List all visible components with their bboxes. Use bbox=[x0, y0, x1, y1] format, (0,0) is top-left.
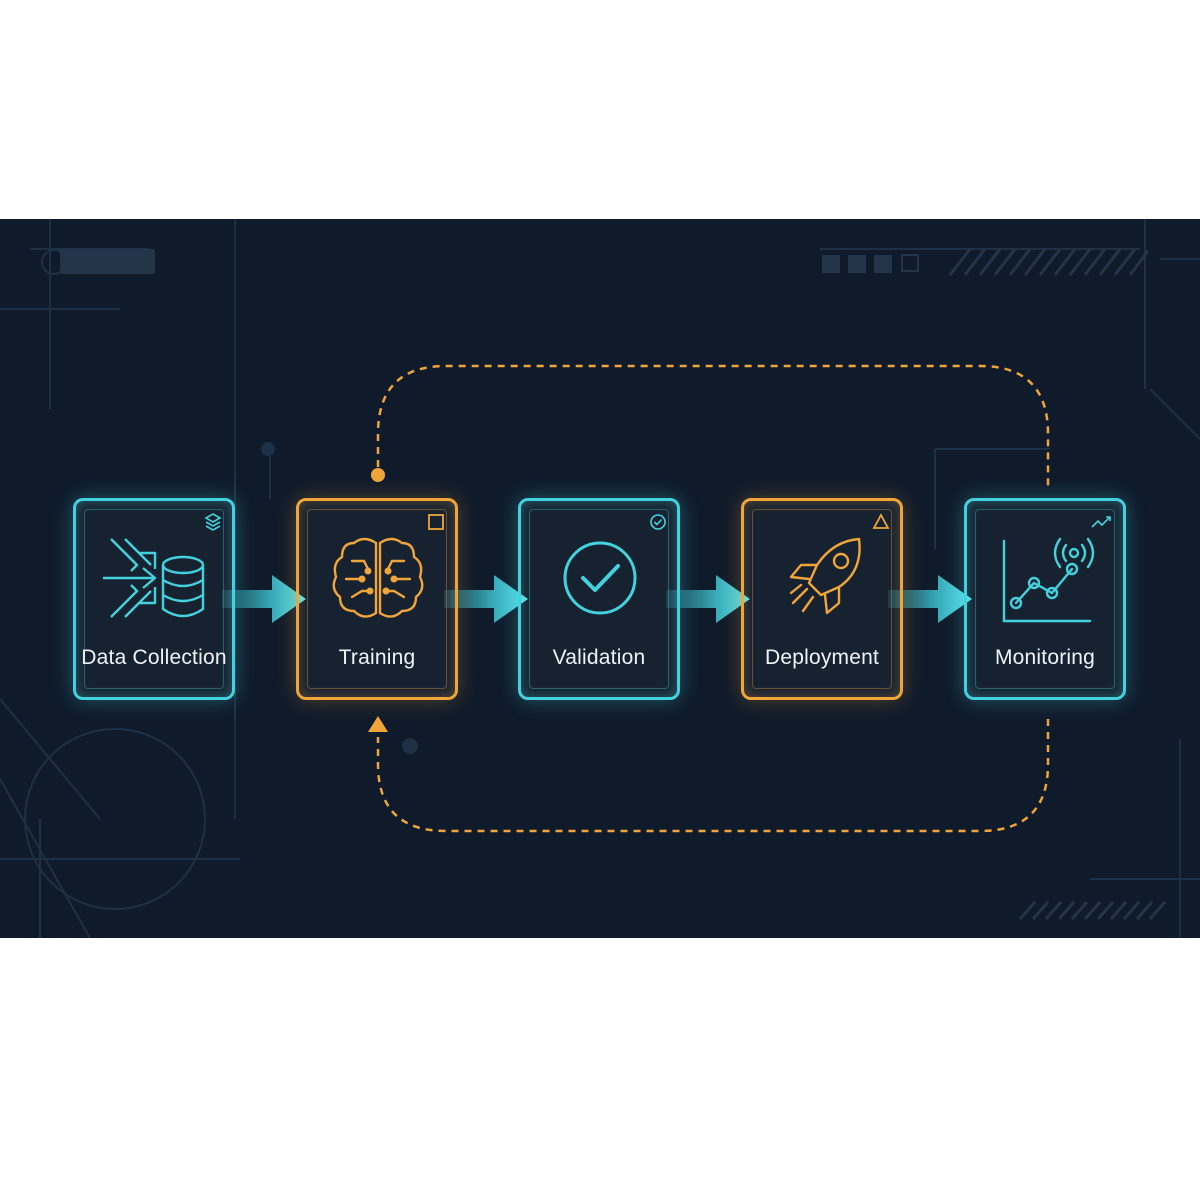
check-circle-small-icon bbox=[650, 514, 666, 530]
stage-label: Monitoring bbox=[994, 646, 1096, 669]
stage-label: Data Collection bbox=[81, 646, 227, 669]
triangle-icon bbox=[872, 513, 890, 529]
card-inner-frame bbox=[84, 509, 224, 689]
feedback-loop-lines bbox=[368, 364, 1050, 833]
connector-arrow-1 bbox=[222, 575, 306, 623]
stage-card-data-collection: Data Collection bbox=[73, 498, 235, 700]
stage-label: Training bbox=[338, 646, 416, 669]
stage-card-validation: Validation bbox=[518, 498, 680, 700]
card-inner-frame bbox=[975, 509, 1115, 689]
connector-arrow-2 bbox=[444, 575, 528, 623]
line-chart-signal-icon bbox=[1002, 537, 1095, 623]
square-icon bbox=[428, 514, 444, 530]
stage-card-deployment: Deployment bbox=[741, 498, 903, 700]
stage-label: Deployment bbox=[764, 646, 880, 669]
card-inner-frame bbox=[307, 509, 447, 689]
feedback-loop-top bbox=[376, 364, 1050, 487]
background-decoration bbox=[0, 219, 1200, 938]
stage-card-monitoring: Monitoring bbox=[964, 498, 1126, 700]
loop-endpoint-dot bbox=[371, 468, 385, 482]
stage-card-training: Training bbox=[296, 498, 458, 700]
feedback-loop-bottom bbox=[376, 719, 1050, 833]
card-inner-frame bbox=[752, 509, 892, 689]
brain-circuit-icon bbox=[332, 537, 424, 618]
database-ingest-icon bbox=[103, 538, 205, 618]
card-inner-frame bbox=[529, 509, 669, 689]
connector-arrow-3 bbox=[666, 575, 750, 623]
check-circle-icon bbox=[563, 541, 637, 615]
trend-up-icon bbox=[1091, 516, 1111, 528]
stage-label: Validation bbox=[552, 646, 646, 669]
layers-icon bbox=[204, 513, 222, 531]
rocket-icon bbox=[789, 537, 861, 615]
loop-arrowhead bbox=[368, 716, 388, 732]
connector-arrow-4 bbox=[888, 575, 972, 623]
diagram-canvas: Data Collection Training bbox=[0, 219, 1200, 938]
